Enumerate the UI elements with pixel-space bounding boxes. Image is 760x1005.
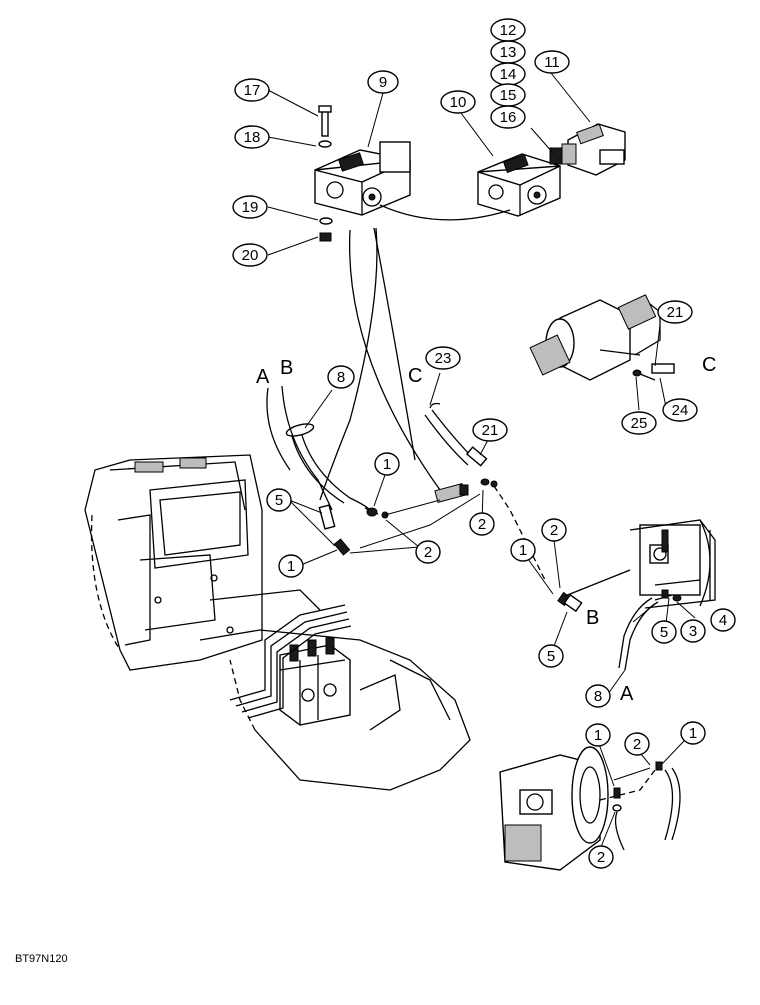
callout-1-a-label: 1 — [383, 456, 391, 473]
callout-5-b-label: 5 — [547, 648, 555, 665]
hose-A-line — [266, 387, 291, 471]
callout-16-label: 16 — [500, 109, 517, 126]
callout-24-label: 24 — [672, 402, 689, 419]
control-valve-stack — [279, 637, 351, 726]
callout-2-c[interactable] — [541, 518, 567, 542]
callout-2-e-label: 2 — [597, 849, 605, 866]
fitting-24-25 — [632, 363, 675, 381]
connection-label-C-top: C — [408, 365, 422, 387]
connection-label-B-top: B — [280, 357, 293, 379]
connection-label-A-top: A — [256, 366, 270, 388]
callout-9-label: 9 — [379, 74, 387, 91]
elbow-fittings-left — [364, 507, 389, 519]
callout-1-c[interactable] — [510, 538, 536, 562]
callout-1-a[interactable] — [374, 452, 400, 476]
callout-13-label: 13 — [500, 44, 517, 61]
callout-11[interactable] — [534, 50, 570, 74]
callout-8-top[interactable] — [327, 365, 355, 389]
washer-18 — [318, 140, 332, 148]
callout-8-bottom[interactable] — [585, 684, 611, 708]
connection-label-B-right: B — [586, 607, 599, 629]
hose-B-line — [281, 385, 333, 511]
callout-8-top-label: 8 — [337, 369, 345, 386]
connection-label-A-right: A — [620, 683, 634, 705]
callout-4-label: 4 — [719, 612, 727, 629]
valve-block-10 — [477, 153, 561, 217]
callout-23[interactable] — [425, 346, 461, 370]
callout-1-b[interactable] — [278, 554, 304, 578]
callout-18[interactable] — [234, 125, 270, 149]
callout-1-e[interactable] — [680, 721, 706, 745]
callout-21-top[interactable] — [657, 300, 693, 324]
callout-4[interactable] — [710, 608, 736, 632]
cartridge-16 — [549, 143, 577, 165]
hose-8 — [299, 427, 371, 511]
callout-10-label: 10 — [450, 94, 467, 111]
callout-5-a[interactable] — [266, 488, 292, 512]
callout-21-mid-label: 21 — [482, 422, 499, 439]
solenoid-valve-11 — [567, 123, 626, 176]
callout-25[interactable] — [621, 411, 657, 435]
callout-9[interactable] — [367, 70, 399, 94]
washer-19 — [319, 217, 333, 225]
callout-bubbles: 17 18 19 20 9 10 12 13 14 15 16 11 23 21… — [232, 18, 736, 869]
callout-17[interactable] — [234, 78, 270, 102]
callout-2-a[interactable] — [415, 540, 441, 564]
callout-17-label: 17 — [244, 82, 261, 99]
callout-20-label: 20 — [242, 247, 259, 264]
callout-25-label: 25 — [631, 415, 648, 432]
steel-hydraulic-lines — [229, 604, 401, 731]
callout-11-label: 11 — [544, 54, 560, 71]
callout-1-d[interactable] — [585, 723, 611, 747]
figure-id: BT97N120 — [15, 953, 68, 965]
fittings-upper-right — [557, 569, 682, 613]
pressure-switch — [434, 482, 469, 504]
connection-label-C-right: C — [702, 354, 716, 376]
callout-23-label: 23 — [435, 350, 452, 367]
callout-15-label: 15 — [500, 87, 517, 104]
callout-14-label: 14 — [500, 66, 517, 83]
solenoid-assembly-25 — [529, 294, 661, 381]
callout-5-b[interactable] — [538, 644, 564, 668]
callout-16[interactable] — [490, 105, 526, 129]
fitting-5-left — [318, 504, 351, 556]
callout-1-c-label: 1 — [519, 542, 527, 559]
callout-10[interactable] — [440, 90, 476, 114]
callout-2-b[interactable] — [469, 512, 495, 536]
callout-2-a-label: 2 — [424, 544, 432, 561]
callout-5-c[interactable] — [651, 620, 677, 644]
callout-1-b-label: 1 — [287, 558, 295, 575]
callout-2-e[interactable] — [588, 845, 614, 869]
callout-5-c-label: 5 — [660, 624, 668, 641]
fittings-lower — [612, 761, 681, 851]
callout-3[interactable] — [680, 619, 706, 643]
valve-block-9 — [314, 141, 411, 216]
pump-assembly-lower — [499, 746, 656, 871]
callout-1-e-label: 1 — [689, 725, 697, 742]
callout-24[interactable] — [662, 398, 698, 422]
callout-12-label: 12 — [500, 22, 517, 39]
bolt-17 — [318, 105, 332, 137]
callout-19[interactable] — [232, 195, 268, 219]
callout-2-c-label: 2 — [550, 522, 558, 539]
leader-lines — [267, 72, 696, 848]
callout-21-top-label: 21 — [667, 304, 684, 321]
callout-2-d-label: 2 — [633, 736, 641, 753]
nut-20 — [319, 232, 332, 242]
callout-18-label: 18 — [244, 129, 261, 146]
callout-19-label: 19 — [242, 199, 259, 216]
cab-frame — [84, 454, 471, 791]
callout-2-d[interactable] — [624, 732, 650, 756]
callout-5-a-label: 5 — [275, 492, 283, 509]
callout-2-b-label: 2 — [478, 516, 486, 533]
callout-3-label: 3 — [689, 623, 697, 640]
callout-8-bottom-label: 8 — [594, 688, 602, 705]
callout-20[interactable] — [232, 243, 268, 267]
callout-1-d-label: 1 — [594, 727, 602, 744]
pump-assembly-upper — [629, 519, 716, 609]
callout-21-mid[interactable] — [472, 418, 508, 442]
